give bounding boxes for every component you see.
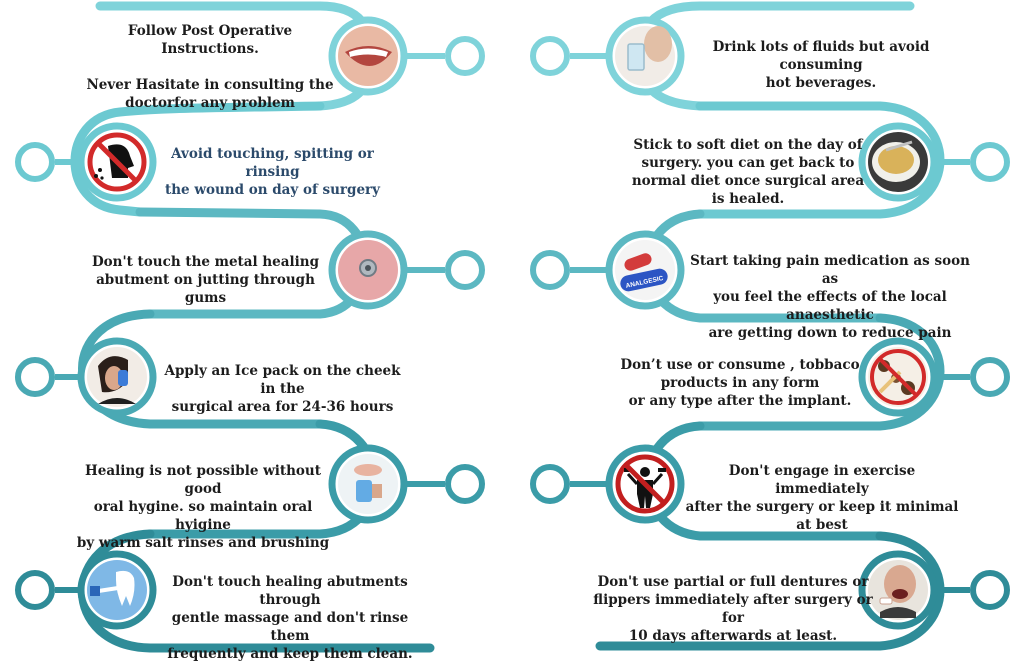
soup-bowl-icon [858,122,938,202]
left-step-6-text: Don't touch healing abutments through ge… [167,574,413,662]
drinking-water-icon [605,16,685,96]
left-step-3-text: Don't touch the metal healing abutment o… [91,254,320,306]
right-connector-rings [530,36,1010,610]
right-step-6-text: Don't use partial or full dentures or fl… [593,574,873,644]
left-connector-rings [15,36,485,610]
no-tobacco-icon [858,337,938,417]
right-step-2-text: Stick to soft diet on the day of surgery… [631,137,865,207]
right-step-1-text: Drink lots of fluids but avoid consuming… [712,39,930,91]
elderly-man-dentures-icon [858,550,938,630]
right-step-4-text: Don’t use or consume , tobbaco products … [620,357,860,409]
gum-implant-photo-icon [328,230,408,310]
left-step-1-text: Follow Post Operative Instructions. Neve… [86,23,334,111]
ice-pack-woman-icon [77,337,157,417]
no-spitting-sign-icon [77,122,157,202]
left-step-5-text: Healing is not possible without good ora… [76,463,330,551]
no-exercise-sign-icon [605,444,685,524]
smiling-teeth-photo-icon [328,16,408,96]
mouthwash-rinse-icon [328,444,408,524]
left-step-4-text: Apply an Ice pack on the cheek in the su… [164,363,401,415]
tooth-cleaning-icon [77,550,157,630]
analgesic-pills-icon: ANALGESIC [605,230,685,310]
right-step-3-text: Start taking pain medication as soon as … [690,253,970,341]
right-step-5-text: Don't engage in exercise immediately aft… [685,463,959,533]
left-step-2-text: Avoid touching, spitting or rinsing the … [164,146,380,198]
